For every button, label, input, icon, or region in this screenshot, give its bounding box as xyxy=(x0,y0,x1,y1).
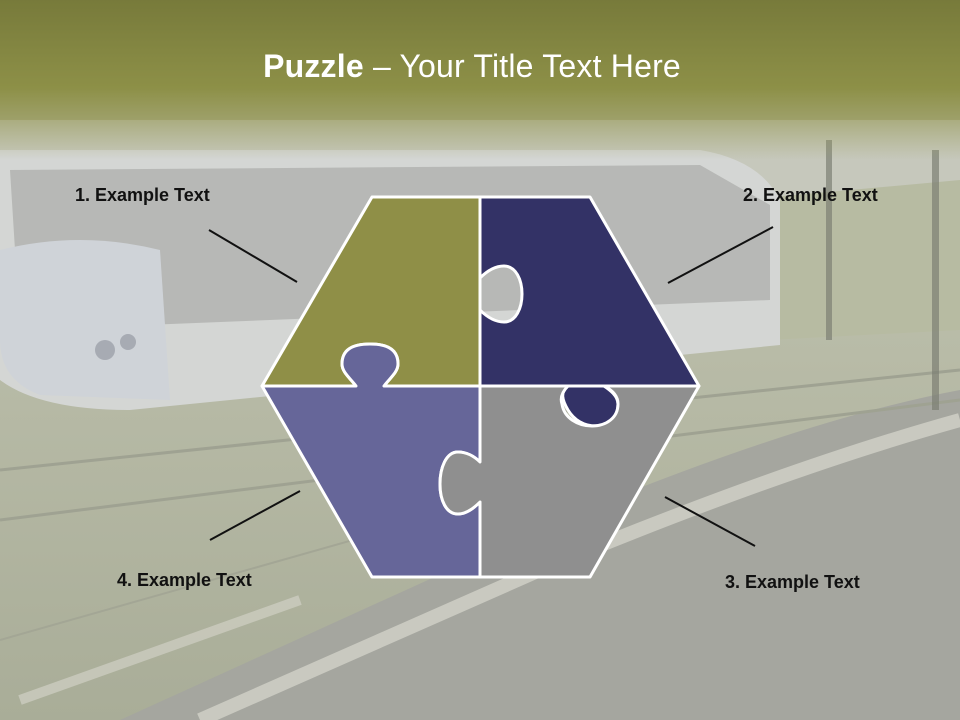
slide-title: Puzzle – Your Title Text Here xyxy=(0,48,944,85)
title-bold: Puzzle xyxy=(263,48,364,84)
label-4: 4. Example Text xyxy=(117,570,252,590)
puzzle-piece-bottom-right xyxy=(438,384,701,579)
label-2: 2. Example Text xyxy=(743,185,878,205)
label-3: 3. Example Text xyxy=(725,572,860,592)
label-1: 1. Example Text xyxy=(75,185,210,205)
connector-line-2 xyxy=(667,226,774,284)
title-rest: – Your Title Text Here xyxy=(372,48,681,84)
connector-line-4 xyxy=(209,490,301,541)
connector-line-1 xyxy=(208,229,298,283)
connector-line-3 xyxy=(664,496,756,547)
